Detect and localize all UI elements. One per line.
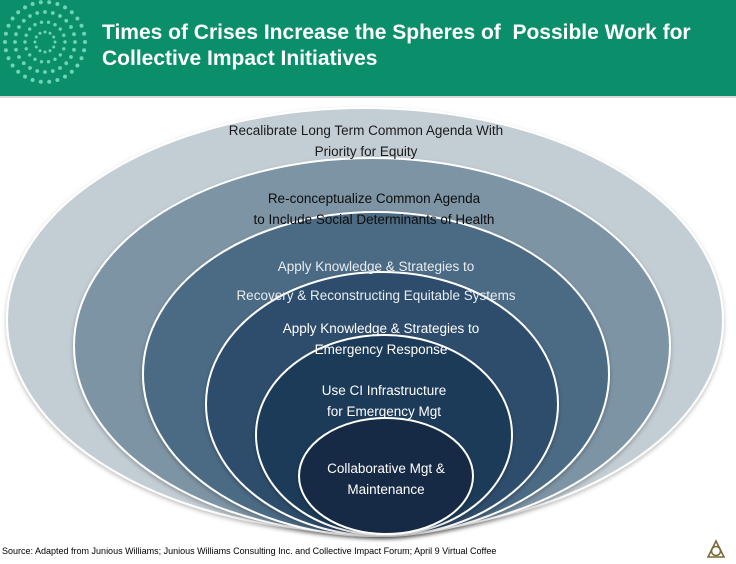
- sphere-label-3: Apply Knowledge & Strategies to Recovery…: [196, 252, 556, 310]
- sphere-label-1: Recalibrate Long Term Common Agenda With…: [186, 120, 546, 162]
- sphere-label-3-line-1: Apply Knowledge & Strategies to: [277, 259, 475, 274]
- page-title: Times of Crises Increase the Spheres of …: [102, 20, 732, 72]
- sphere-label-6-line-1: Collaborative Mgt &: [327, 461, 445, 476]
- sphere-label-1-line-1: Recalibrate Long Term Common Agenda With: [228, 123, 504, 138]
- sunburst-logo-icon: [3, 0, 87, 84]
- header-banner: Times of Crises Increase the Spheres of …: [0, 0, 736, 96]
- sphere-label-6: Collaborative Mgt & Maintenance: [306, 458, 466, 500]
- nested-spheres-diagram: Recalibrate Long Term Common Agenda With…: [0, 98, 736, 548]
- sphere-label-1-line-2: Priority for Equity: [314, 144, 418, 159]
- source-citation: Source: Adapted from Junious Williams; J…: [2, 546, 497, 556]
- sphere-label-5-line-1: Use CI Infrastructure: [321, 383, 447, 398]
- header-divider: [0, 96, 736, 98]
- knot-logo-icon: [706, 539, 726, 558]
- sphere-label-2-line-1: Re-conceptualize Common Agenda: [267, 191, 481, 206]
- sphere-label-6-line-2: Maintenance: [347, 482, 425, 497]
- sphere-label-3-line-2: Recovery & Reconstructing Equitable Syst…: [236, 288, 516, 303]
- sphere-label-5-line-2: for Emergency Mgt: [326, 404, 442, 419]
- spheres-svg: [6, 107, 724, 537]
- sphere-label-4-line-1: Apply Knowledge & Strategies to: [282, 321, 480, 336]
- title-line-1: Times of Crises Increase the Spheres of …: [102, 21, 691, 44]
- sphere-label-2-line-2: to Include Social Determinants of Health: [253, 212, 495, 227]
- sphere-label-4-line-2: Emergency Response: [314, 342, 448, 357]
- title-line-2: Collective Impact Initiatives: [102, 47, 378, 70]
- sphere-label-4: Apply Knowledge & Strategies to Emergenc…: [236, 318, 526, 360]
- sphere-label-2: Re-conceptualize Common Agenda to Includ…: [206, 188, 542, 230]
- sphere-ring-6: [298, 417, 474, 535]
- sphere-label-5: Use CI Infrastructure for Emergency Mgt: [286, 380, 482, 422]
